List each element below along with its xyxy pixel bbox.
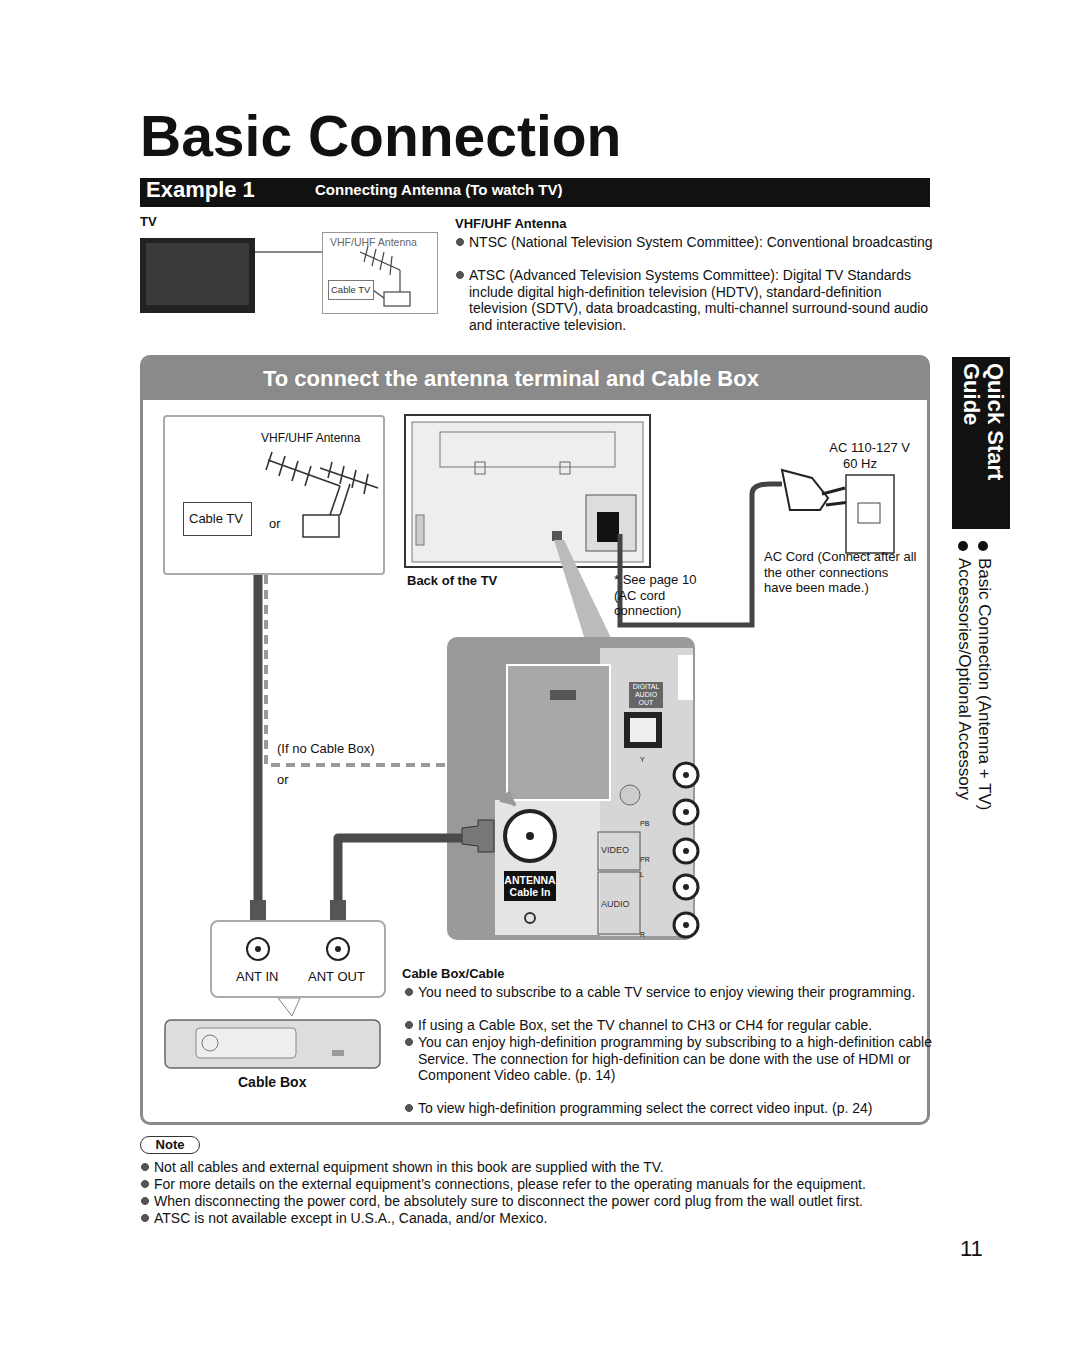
box: VHF/UHF AntennaCable TV	[322, 232, 438, 314]
label: AUDIO	[601, 899, 639, 909]
label: VIDEO	[601, 845, 639, 855]
label: PR	[640, 856, 654, 864]
label: R	[640, 931, 652, 939]
page-title: Basic Connection	[140, 104, 621, 168]
node-text: ANT IN	[236, 969, 296, 984]
box: ANTENNA Cable In	[495, 805, 565, 907]
node-text: Cable TV	[189, 511, 249, 526]
label: PB	[640, 820, 654, 828]
label: If using a Cable Box, set the TV channel…	[404, 1017, 940, 1034]
panel-heading: To connect the antenna terminal and Cabl…	[143, 358, 927, 400]
label: To view high-definition programming sele…	[404, 1100, 940, 1117]
label: Y	[640, 756, 652, 764]
node-text: Example 1	[146, 176, 306, 204]
note-tag: Note	[140, 1136, 200, 1154]
box: Example 1 Connecting Antenna (To watch TV…	[140, 178, 930, 207]
node-text: Cable TV	[331, 284, 371, 296]
label: * See page 10 (AC cord connection)	[614, 572, 714, 619]
label: L	[640, 871, 652, 879]
box: Cable TV	[328, 280, 374, 300]
box: ANT IN ANT OUT	[210, 920, 386, 998]
label: For more details on the external equipme…	[140, 1176, 954, 1193]
panel: To connect the antenna terminal and Cabl…	[140, 355, 930, 1125]
label: TV	[140, 214, 180, 231]
node-text: or	[269, 516, 289, 531]
coax-cable	[254, 575, 263, 900]
label: Cable Box	[238, 1074, 348, 1091]
box: DIGITAL AUDIO OUT	[626, 680, 666, 711]
label: Basic Connection (Antenna + TV)	[974, 558, 994, 810]
node-text: VHF/UHF Antenna	[261, 431, 381, 445]
label: Accessories/Optional Accessory	[954, 558, 974, 800]
label: or	[277, 772, 297, 789]
node-text: ANTENNA Cable In	[504, 871, 556, 901]
node-text: DIGITAL AUDIO OUT	[629, 682, 663, 708]
coax-cable	[338, 838, 462, 900]
label: Back of the TV	[407, 573, 547, 590]
tab: Quick Start Guide	[952, 357, 1010, 529]
node-text: VHF/UHF Antenna	[330, 236, 434, 248]
node-text: Connecting Antenna (To watch TV)	[315, 181, 815, 199]
dashed-cable	[266, 575, 515, 805]
node-text: Quick Start Guide	[959, 363, 1007, 523]
node-text: ANT OUT	[308, 969, 383, 984]
label: AC 110-127 V	[770, 440, 910, 457]
label: ATSC is not available except in U.S.A., …	[140, 1210, 954, 1227]
label: Not all cables and external equipment sh…	[140, 1159, 954, 1176]
box: Cable TV	[183, 502, 252, 536]
box: VHF/UHF Antenna or Cable TV	[163, 415, 385, 575]
page-number: 11	[960, 1236, 1000, 1262]
label: You can enjoy high-definition programmin…	[404, 1034, 940, 1084]
label: When disconnecting the power cord, be ab…	[140, 1193, 954, 1210]
label: AC Cord (Connect after all the other con…	[764, 549, 919, 596]
label: You need to subscribe to a cable TV serv…	[404, 984, 940, 1001]
edge-label: (If no Cable Box)	[275, 741, 377, 756]
label: VHF/UHF Antenna	[455, 216, 655, 233]
label: Cable Box/Cable	[402, 966, 602, 983]
label: NTSC (National Television System Committ…	[455, 234, 939, 251]
label: ATSC (Advanced Television Systems Commit…	[455, 267, 939, 333]
label: 60 Hz	[770, 456, 877, 473]
